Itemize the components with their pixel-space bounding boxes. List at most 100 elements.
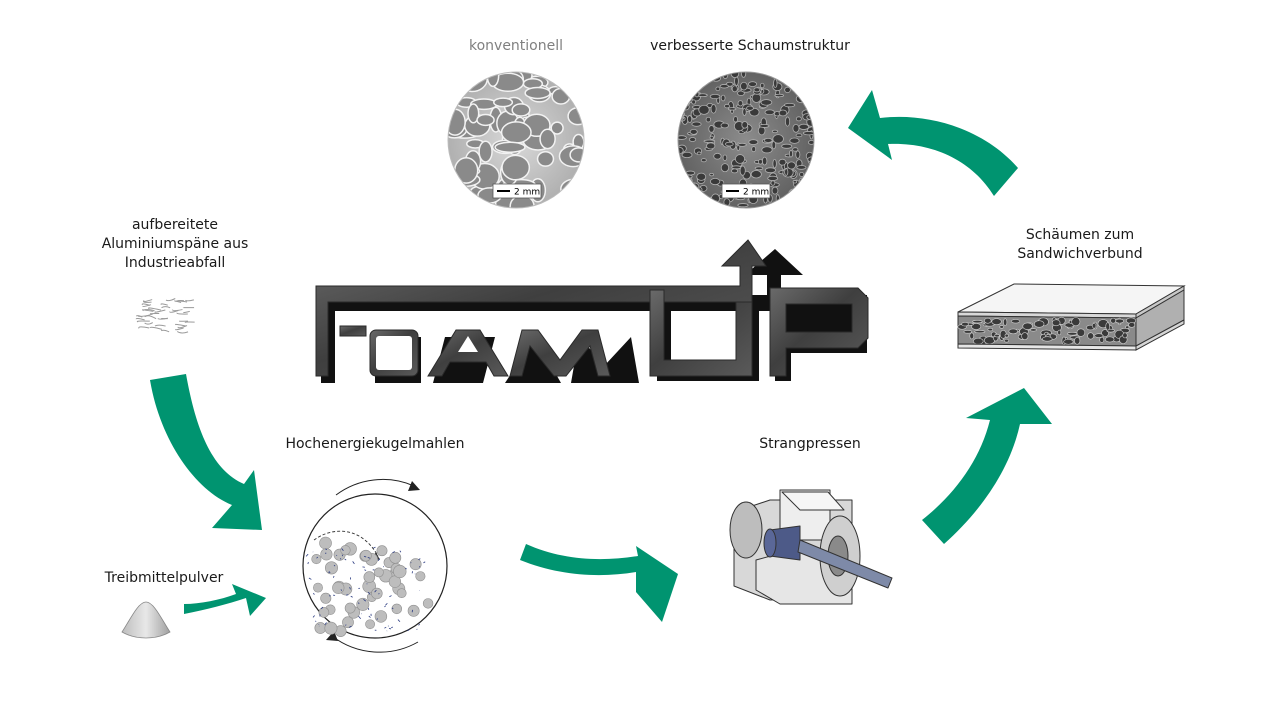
chip: [177, 325, 188, 329]
foam-pore: [478, 140, 493, 163]
foam-pore: [772, 158, 777, 169]
foam-pore: [1087, 332, 1094, 340]
foam-pore: [984, 317, 992, 324]
chip: [154, 309, 166, 313]
chip: [160, 303, 168, 306]
chip: [161, 306, 171, 309]
foam-pore: [795, 116, 802, 122]
foam-pore: [767, 175, 779, 181]
arrow-chips-to-mill: [150, 374, 262, 530]
foam-pore: [710, 104, 717, 114]
arrow-mill-to-extrusion: [520, 544, 678, 622]
foam-pore: [764, 109, 775, 116]
foam-pore: [803, 178, 814, 184]
foam-pore: [807, 183, 812, 193]
foam-pore: [802, 131, 814, 136]
foam-pore: [524, 86, 551, 100]
label-strangpressen: Strangpressen: [759, 436, 861, 452]
foam-pore: [1122, 332, 1128, 339]
logo-letter-p: [769, 287, 869, 377]
mill-ball: [363, 571, 376, 583]
foam-pore: [792, 147, 799, 152]
foam-pore: [709, 172, 714, 177]
foam-pore: [1063, 339, 1074, 345]
foam-pore: [1110, 317, 1117, 324]
foam-pore: [1128, 322, 1136, 328]
foam-pore: [796, 165, 807, 170]
chip-fragment: [363, 555, 367, 558]
foam-pore: [805, 81, 814, 86]
chip-fragment: [377, 558, 381, 562]
foam-pore: [763, 137, 773, 143]
mill-ball: [314, 622, 327, 634]
mill-ball: [356, 597, 370, 611]
chip-fragment: [397, 619, 401, 623]
foam-pore: [808, 72, 814, 77]
chip: [135, 315, 143, 318]
foam-pore: [799, 171, 805, 177]
foam-pore: [706, 142, 716, 150]
chip-fragment: [349, 587, 351, 590]
chip-fragment: [312, 615, 315, 618]
mill-ball: [391, 603, 403, 615]
chip-fragment: [344, 558, 347, 561]
foam-pore: [720, 94, 726, 102]
foam-pore: [1010, 319, 1021, 324]
foam-pore: [754, 166, 764, 171]
foam-pore: [999, 325, 1005, 329]
chip: [176, 312, 188, 315]
foam-pore: [678, 202, 683, 208]
foam-pore: [766, 72, 772, 77]
foam-pore: [733, 116, 738, 123]
label-konventionell: konventionell: [468, 38, 564, 54]
foam-pore: [687, 115, 693, 124]
foam-pore: [795, 133, 803, 138]
chip: [142, 304, 152, 308]
chip-fragment: [391, 607, 394, 610]
arrow-to-improved-foam: [848, 90, 1018, 196]
chip-fragment: [391, 626, 394, 629]
foam-pore: [691, 99, 697, 105]
foam-pore: [791, 72, 796, 82]
foam-pore: [740, 81, 748, 91]
foam-pore: [1071, 317, 1081, 327]
foam-pore: [686, 88, 692, 95]
chip-fragment: [308, 577, 312, 580]
chip-fragment: [389, 595, 392, 598]
foam-pore: [1057, 329, 1062, 336]
foam-pore: [705, 116, 712, 123]
foam-pore: [709, 93, 721, 100]
chip: [144, 322, 154, 325]
foam-pore: [689, 128, 698, 135]
foam-pore: [1004, 338, 1009, 343]
chip-fragment: [378, 593, 380, 595]
foam-pore: [806, 191, 813, 196]
foam-pore: [724, 103, 730, 109]
foam-pore: [801, 72, 809, 76]
chip-fragment: [364, 569, 367, 571]
chip-fragment: [340, 589, 343, 591]
foam-pore: [558, 187, 579, 208]
mill-ball: [342, 616, 354, 629]
foam-pore: [678, 102, 683, 109]
foam-pore: [746, 105, 754, 111]
chip-fragment: [333, 564, 336, 567]
foam-pore: [731, 165, 742, 170]
foam-pore: [773, 78, 778, 88]
foam-pore: [493, 97, 514, 108]
logo-letter-f: [315, 239, 767, 377]
mill-ball: [318, 607, 330, 618]
chip-fragment: [374, 589, 377, 593]
foam-pore: [783, 102, 796, 108]
mill-ball: [320, 548, 333, 561]
chip: [165, 298, 176, 302]
foam-pore: [551, 87, 571, 105]
foam-pore: [972, 337, 984, 345]
foam-pore: [760, 99, 773, 106]
foam-pore: [1004, 333, 1009, 338]
foam-pore: [1115, 318, 1124, 324]
foam-pore: [731, 85, 738, 93]
foam-pore: [460, 199, 482, 208]
mill-ball: [324, 621, 338, 635]
foam-pore: [464, 72, 478, 83]
